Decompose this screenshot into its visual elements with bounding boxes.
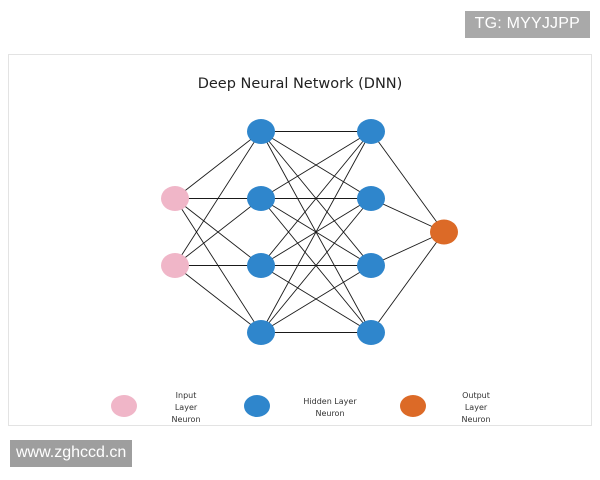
connection-edge [260, 131, 372, 199]
legend-hidden-label: Hidden Layer Neuron [303, 397, 357, 418]
diagram-title: Deep Neural Network (DNN) [197, 76, 403, 92]
hidden-neuron-3-3 [357, 253, 385, 278]
watermark-bottom: www.zghccd.cn [10, 440, 133, 467]
hidden-neuron-3-4 [357, 320, 385, 345]
hidden-neuron-3-1 [357, 119, 385, 144]
hidden-neuron-2-2 [247, 186, 275, 211]
connection-edge [174, 265, 262, 333]
diagram-frame [8, 54, 592, 426]
connection-edge [174, 131, 262, 199]
legend-input-label: Input Layer Neuron [171, 391, 201, 424]
connection-edge [260, 131, 372, 266]
hidden-neuron-2-4 [247, 320, 275, 345]
legend-hidden-swatch [244, 395, 270, 417]
connection-edge [174, 198, 262, 266]
legend-output-label: Output Layer Neuron [461, 391, 491, 424]
edges-group [174, 131, 445, 333]
connection-edge [260, 131, 372, 333]
connection-edge [174, 131, 262, 266]
connection-edge [260, 198, 372, 333]
legend-output-swatch [400, 395, 426, 417]
legend-input-swatch [111, 395, 137, 417]
connection-edge [370, 231, 445, 333]
input-neuron-1-1 [161, 186, 189, 211]
hidden-neuron-3-2 [357, 186, 385, 211]
nodes-group [161, 119, 458, 345]
connection-edge [260, 265, 372, 333]
input-neuron-1-2 [161, 253, 189, 278]
legend-swatches [111, 395, 426, 417]
connection-edge [370, 131, 445, 233]
output-neuron-4-1 [430, 219, 458, 245]
hidden-neuron-2-1 [247, 119, 275, 144]
hidden-neuron-2-3 [247, 253, 275, 278]
watermark-top: TG: MYYJJPP [464, 11, 590, 38]
